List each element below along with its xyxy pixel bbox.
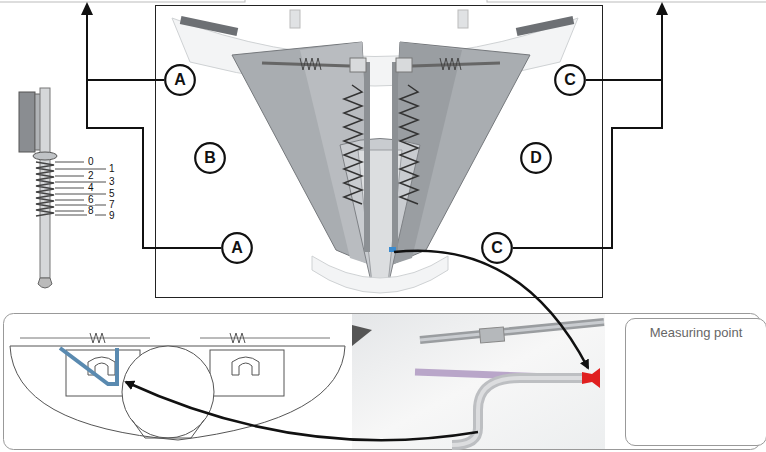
scale-number: 7 [108, 200, 116, 210]
scale-number: 9 [108, 211, 116, 221]
callout-circle: A [164, 64, 196, 96]
callout-letter: B [204, 150, 216, 166]
scale-number: 8 [87, 206, 95, 216]
scale-number: 4 [87, 183, 95, 193]
scale-number: 1 [108, 164, 116, 174]
callout-letter: D [530, 150, 542, 166]
scale-number: 2 [87, 171, 95, 181]
scale-number: 5 [108, 189, 116, 199]
scale-number: 0 [87, 157, 95, 167]
scale-number: 6 [87, 195, 95, 205]
callout-circle: A [221, 232, 253, 264]
callout-letter: A [231, 240, 243, 256]
callout-letter: C [564, 72, 576, 88]
scale-number: 3 [108, 177, 116, 187]
box-label: Measuring point [626, 325, 766, 340]
callout-circle: B [194, 142, 226, 174]
callout-letter: C [491, 240, 503, 256]
callout-circle: C [481, 232, 513, 264]
callout-letter: A [174, 72, 186, 88]
callout-circle: D [520, 142, 552, 174]
callout-circle: C [554, 64, 586, 96]
note-box: Measuring point [625, 318, 766, 446]
